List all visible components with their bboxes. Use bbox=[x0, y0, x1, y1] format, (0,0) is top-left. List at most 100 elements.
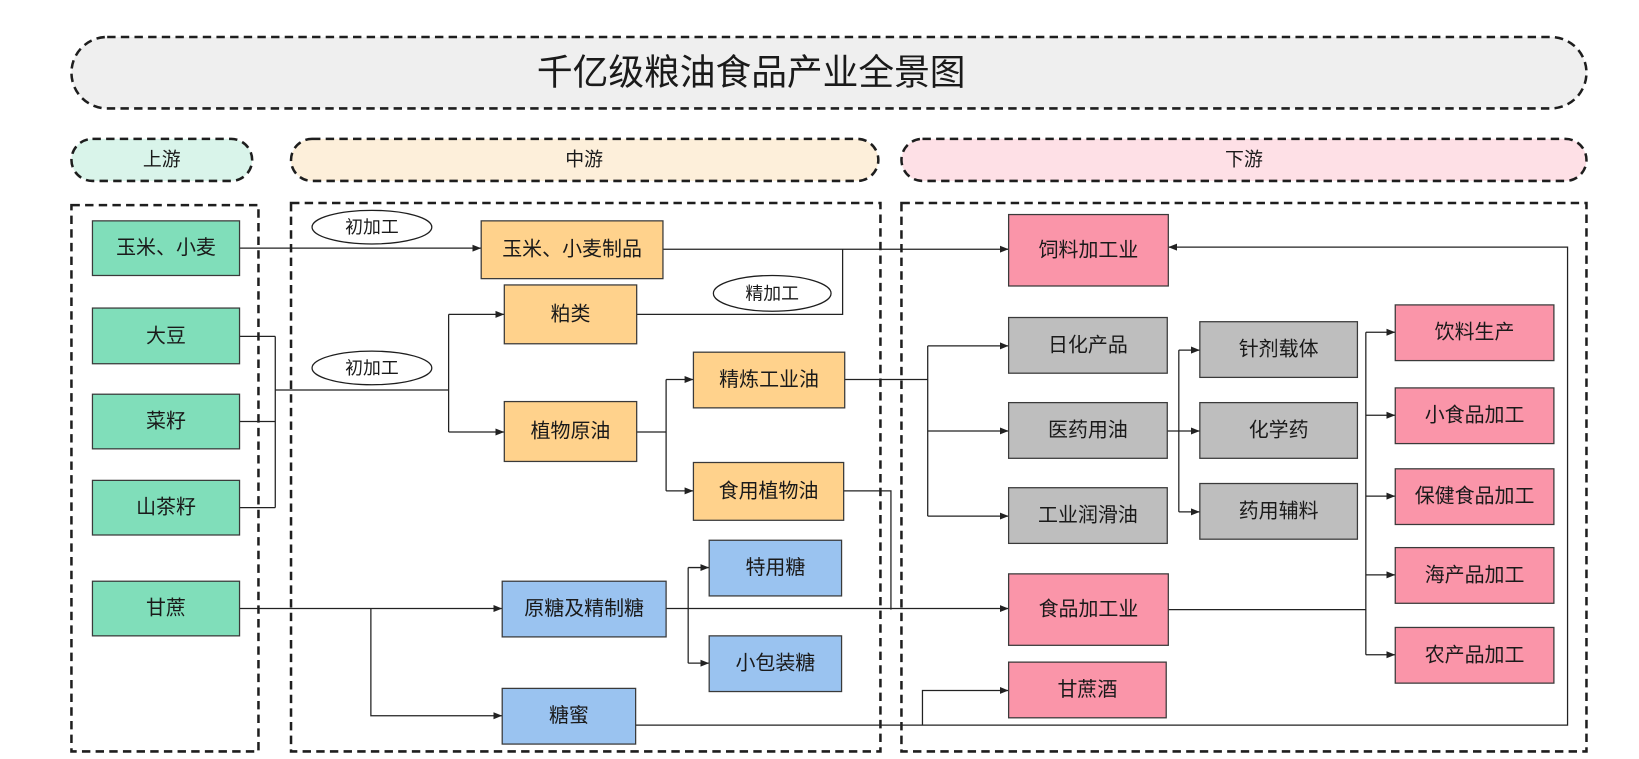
page-title: 千亿级粮油食品产业全景图 bbox=[537, 53, 966, 93]
node-box bbox=[1394, 468, 1555, 526]
midstream-container bbox=[289, 201, 882, 753]
process-ellipse bbox=[712, 274, 832, 312]
node-box bbox=[501, 580, 667, 638]
node-label: 海产品加工 bbox=[1425, 563, 1525, 586]
node-box bbox=[1394, 626, 1555, 684]
node-box bbox=[501, 687, 637, 745]
node-corn-wheat: 玉米、小麦 bbox=[91, 220, 241, 277]
node-label: 食用植物油 bbox=[719, 479, 819, 502]
node-rapeseed: 菜籽 bbox=[91, 393, 241, 450]
node-box bbox=[480, 220, 664, 280]
node-chemical-drugs: 化学药 bbox=[1199, 401, 1359, 459]
link-sugarcane-to-molasses bbox=[370, 608, 503, 720]
node-agricultural-product-processing: 农产品加工 bbox=[1394, 626, 1555, 684]
node-label: 饮料生产 bbox=[1435, 321, 1515, 344]
node-molasses: 糖蜜 bbox=[501, 687, 637, 745]
node-box bbox=[91, 307, 241, 365]
node-box bbox=[1394, 304, 1555, 362]
node-label: 保健食品加工 bbox=[1415, 485, 1535, 508]
node-sugarcane-liquor: 甘蔗酒 bbox=[1007, 661, 1167, 719]
node-box bbox=[91, 580, 241, 637]
upstream-container bbox=[70, 203, 260, 753]
node-camellia-seed: 山茶籽 bbox=[91, 479, 241, 536]
node-pharmaceutical-excipients: 药用辅料 bbox=[1199, 482, 1359, 540]
node-refined-industrial-oil: 精炼工业油 bbox=[692, 351, 846, 409]
process-label-refined: 精加工 bbox=[712, 274, 832, 312]
node-box bbox=[708, 635, 843, 693]
stage-header-upstream: 上游 bbox=[70, 137, 254, 183]
stage-pill-midstream bbox=[289, 137, 880, 183]
title-pill bbox=[70, 35, 1588, 110]
node-box bbox=[1394, 546, 1555, 604]
node-label: 玉米、小麦制品 bbox=[502, 238, 642, 261]
process-label-primary-1: 初加工 bbox=[311, 209, 433, 245]
node-daily-chemicals: 日化产品 bbox=[1007, 316, 1168, 374]
node-box bbox=[692, 351, 846, 409]
node-feed-processing: 饲料加工业 bbox=[1007, 213, 1169, 287]
node-corn-wheat-products: 玉米、小麦制品 bbox=[480, 220, 664, 280]
stage-header-midstream: 中游 bbox=[289, 137, 880, 183]
node-box bbox=[1199, 321, 1359, 379]
link-edible-oil-to-food bbox=[843, 490, 892, 610]
node-box bbox=[708, 539, 843, 597]
node-box bbox=[692, 461, 845, 521]
node-raw-refined-sugar: 原糖及精制糖 bbox=[501, 580, 667, 638]
node-label: 特用糖 bbox=[745, 556, 805, 579]
node-beverage-production: 饮料生产 bbox=[1394, 304, 1555, 362]
node-crude-vegetable-oil: 植物原油 bbox=[503, 400, 638, 463]
node-label: 菜籽 bbox=[146, 410, 186, 433]
downstream-container bbox=[900, 201, 1588, 753]
node-label: 医药用油 bbox=[1048, 418, 1128, 441]
node-box bbox=[1199, 482, 1359, 540]
stage-pill-downstream bbox=[900, 137, 1588, 183]
link-molasses-to-feed bbox=[635, 243, 1569, 726]
node-label: 日化产品 bbox=[1048, 333, 1128, 356]
node-seafood-processing: 海产品加工 bbox=[1394, 546, 1555, 604]
node-label: 糖蜜 bbox=[549, 704, 589, 727]
connectors bbox=[239, 243, 1569, 726]
node-box bbox=[1007, 213, 1169, 287]
stage-header-downstream: 下游 bbox=[900, 137, 1588, 183]
node-small-package-sugar: 小包装糖 bbox=[708, 635, 843, 693]
node-box bbox=[1007, 487, 1168, 545]
stage-label-downstream: 下游 bbox=[1225, 148, 1263, 170]
node-sugarcane: 甘蔗 bbox=[91, 580, 241, 637]
node-label: 针剂载体 bbox=[1239, 338, 1319, 361]
link-meal-to-feed bbox=[636, 249, 844, 315]
link-crude-oil-trunk bbox=[636, 379, 667, 491]
link-molasses-to-liquor bbox=[921, 686, 1009, 726]
process-label-primary-2: 初加工 bbox=[311, 350, 433, 386]
stage-label-upstream: 上游 bbox=[143, 148, 181, 170]
node-label: 农产品加工 bbox=[1425, 643, 1525, 666]
node-injection-carrier: 针剂载体 bbox=[1199, 321, 1359, 379]
node-meal: 粕类 bbox=[503, 284, 638, 345]
node-health-food-processing: 保健食品加工 bbox=[1394, 468, 1555, 526]
node-label: 植物原油 bbox=[531, 420, 611, 443]
process-label-text: 初加工 bbox=[345, 217, 399, 237]
node-special-sugar: 特用糖 bbox=[708, 539, 843, 597]
node-label: 玉米、小麦 bbox=[116, 236, 216, 259]
node-label: 小食品加工 bbox=[1425, 404, 1525, 427]
node-label: 饲料加工业 bbox=[1039, 238, 1139, 261]
node-box bbox=[1007, 573, 1169, 646]
stage-label-midstream: 中游 bbox=[565, 148, 603, 170]
node-label: 原糖及精制糖 bbox=[524, 597, 644, 620]
node-label: 甘蔗 bbox=[146, 597, 186, 620]
link-medicinal-oil-trunk bbox=[1167, 350, 1180, 512]
node-label: 大豆 bbox=[146, 324, 186, 347]
node-box bbox=[503, 284, 638, 345]
node-food-processing: 食品加工业 bbox=[1007, 573, 1169, 646]
node-label: 甘蔗酒 bbox=[1057, 678, 1117, 701]
link-oilseeds-trunk bbox=[275, 314, 450, 433]
link-food-trunk bbox=[1168, 332, 1367, 655]
node-label: 工业润滑油 bbox=[1038, 504, 1138, 527]
process-label-text: 初加工 bbox=[345, 358, 399, 378]
node-box bbox=[1007, 316, 1168, 374]
node-box bbox=[1007, 661, 1167, 719]
node-label: 化学药 bbox=[1249, 418, 1309, 441]
process-ellipse bbox=[311, 209, 433, 245]
node-box bbox=[1394, 387, 1555, 445]
node-medicinal-oil: 医药用油 bbox=[1007, 401, 1168, 459]
title-banner: 千亿级粮油食品产业全景图 bbox=[70, 35, 1588, 110]
